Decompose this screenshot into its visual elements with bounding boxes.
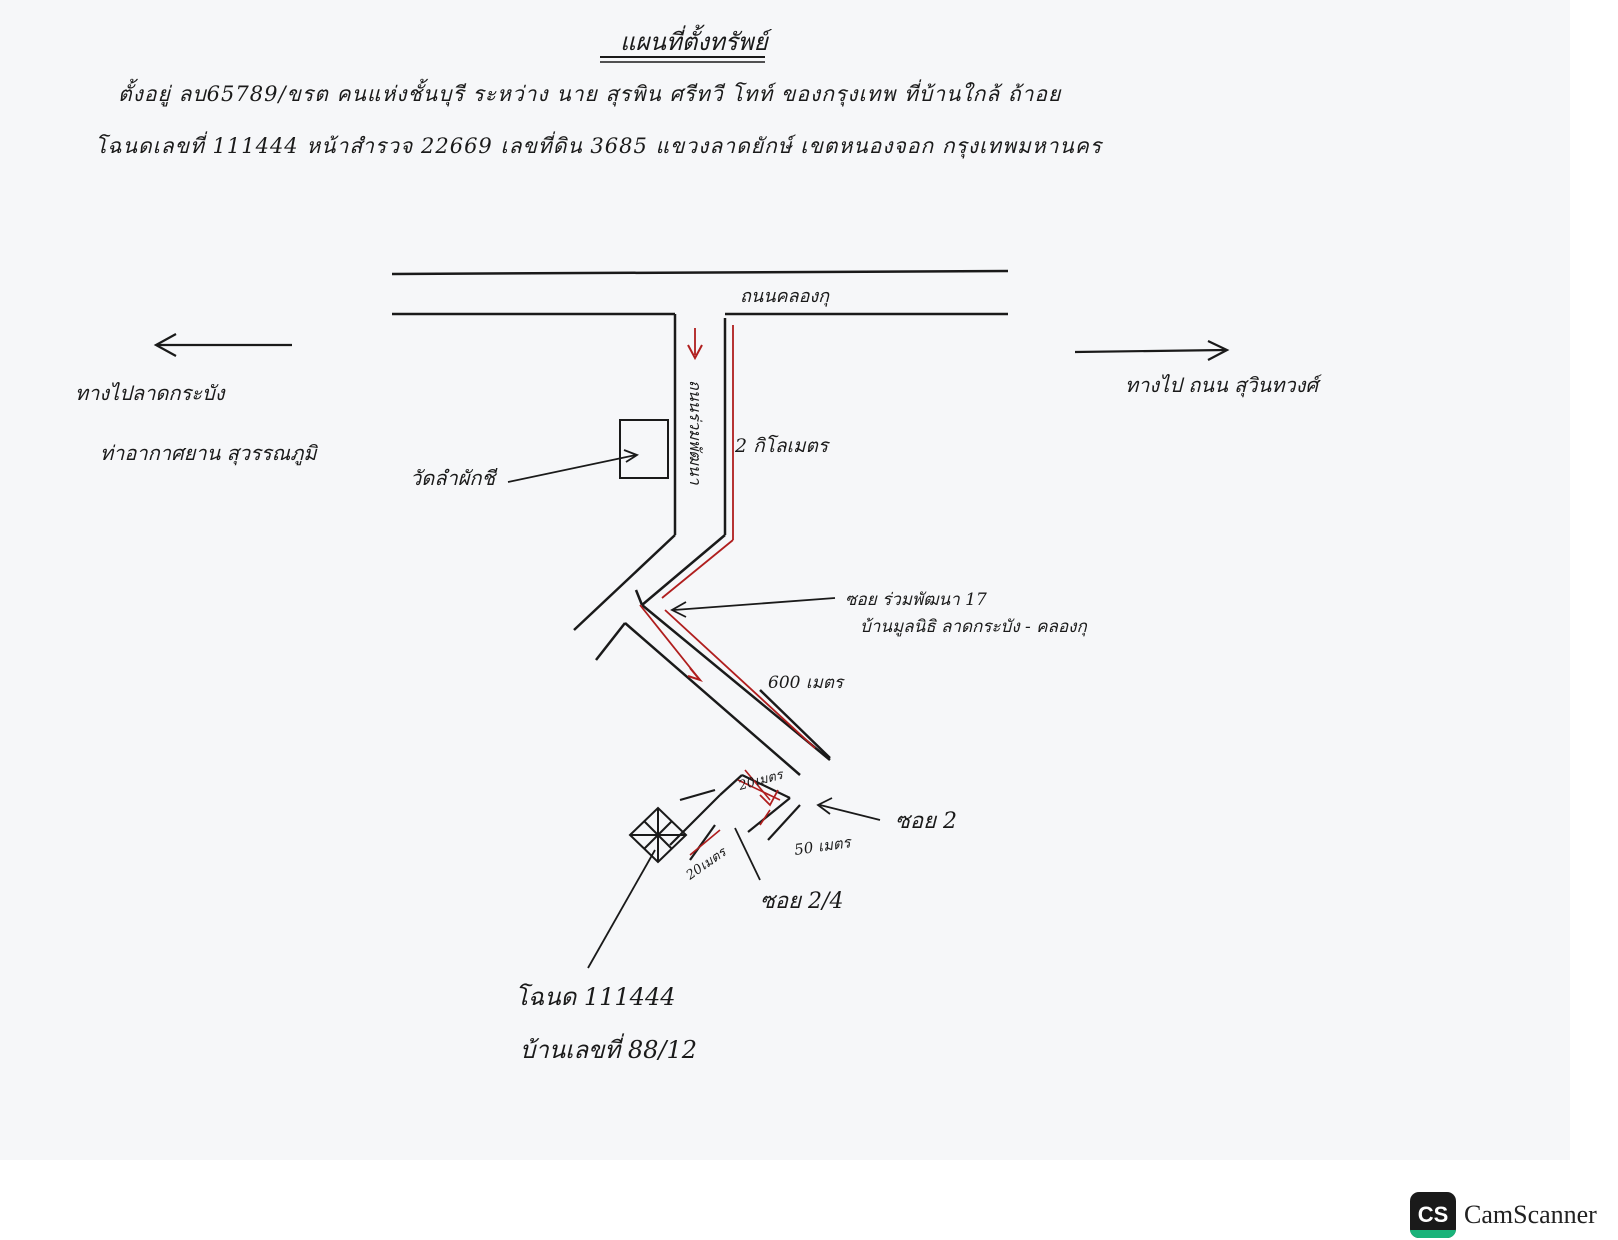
route-arrow-soi <box>759 789 779 807</box>
arrow-left-icon <box>153 333 177 357</box>
temple-building-icon <box>619 419 669 479</box>
route-arrow-down <box>687 344 703 361</box>
temple-label: วัดลำผักชี <box>410 466 498 490</box>
camscanner-logo: CS <box>1410 1192 1456 1238</box>
hand-drawn-map: ถนนคลองกุ ถนนร่วมพัฒนา วัดลำผักชี 2 กิโล… <box>75 56 1322 1064</box>
distance-2km-label: 2 กิโลเมตร <box>734 434 831 457</box>
distance-50m-label: 50 เมตร <box>793 833 854 859</box>
main-road-label: ถนนคลองกุ <box>740 286 830 307</box>
soi-17-sub-label: บ้านมูลนิธิ ลาดกระบัง - คลองกุ <box>860 617 1087 637</box>
route-line <box>639 325 816 749</box>
right-direction-label: ทางไป ถนน สุวินทวงศ์ <box>1125 373 1322 398</box>
arrow-right-icon <box>1207 340 1230 361</box>
soi-2-streets <box>669 774 801 861</box>
side-road-label: ถนนร่วมพัฒนา <box>686 380 705 486</box>
camscanner-name: CamScanner <box>1464 1200 1597 1229</box>
left-direction-sub-label: ท่าอากาศยาน สุวรรณภูมิ <box>100 441 319 466</box>
deed-label: โฉนด 111444 <box>515 983 675 1011</box>
house-icon <box>628 806 688 864</box>
main-road <box>391 269 1009 316</box>
scanned-page <box>0 0 1570 1160</box>
camscanner-watermark: CS CamScanner <box>1410 1192 1597 1238</box>
right-direction-arrow <box>1074 348 1226 354</box>
soi-2-4-label: ซอย 2/4 <box>760 889 843 914</box>
left-direction-label: ทางไปลาดกระบัง <box>75 381 226 405</box>
address-line-1: ตั้งอยู่ ลบ65789/ขรต คนแห่งชั้นบุรี ระหว… <box>118 82 1062 106</box>
house-number-label: บ้านเลขที่ 88/12 <box>520 1033 697 1064</box>
map-title: แผนที่ตั้งทรัพย์ <box>620 28 768 56</box>
soi-2-route <box>689 769 781 856</box>
soi-2-label: ซอย 2 <box>895 809 957 834</box>
distance-20m-bottom-label: 20เมตร <box>683 844 731 884</box>
distance-600m-label: 600 เมตร <box>768 673 845 693</box>
address-line-2: โฉนดเลขที่ 111444 หน้าสำรวจ 22669 เลขที่… <box>95 134 1103 158</box>
route-arrow-diagonal <box>687 667 704 683</box>
soi-17-label: ซอย ร่วมพัฒนา 17 <box>845 590 987 610</box>
